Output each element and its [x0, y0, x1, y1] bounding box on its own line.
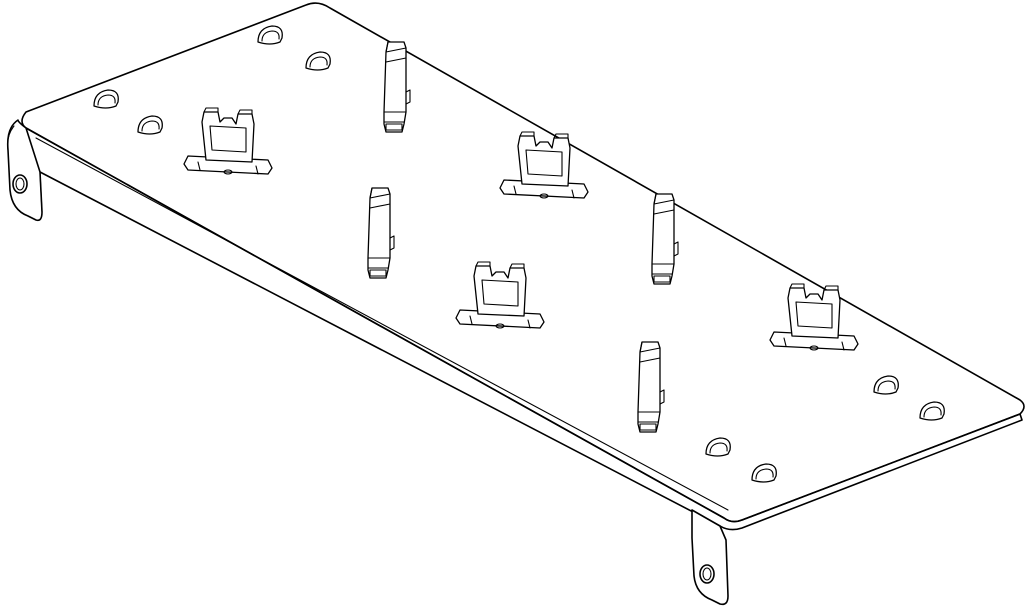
slot	[873, 375, 899, 395]
vertical-clip	[637, 341, 665, 433]
cable-holder	[499, 131, 589, 199]
cable-holder	[769, 283, 859, 351]
mounting-plate	[6, 2, 1025, 606]
slot	[751, 463, 777, 483]
left-flange-hole-inner	[15, 177, 25, 191]
slot	[705, 437, 731, 457]
right-flange	[691, 509, 729, 606]
plate-bend-line	[35, 137, 729, 511]
slot-group	[93, 25, 945, 483]
plate-top-surface	[21, 2, 1025, 523]
slot	[257, 25, 283, 45]
slot	[93, 89, 119, 109]
cable-holder	[183, 107, 273, 175]
right-flange-hole-inner	[702, 567, 712, 581]
slot	[919, 401, 945, 421]
cable-holder	[455, 261, 545, 329]
vertical-clip	[383, 41, 411, 133]
plate-front-edge	[25, 127, 1023, 531]
slot	[305, 51, 331, 71]
slot	[137, 115, 163, 135]
left-flange	[6, 119, 43, 222]
left-flange-inner	[7, 125, 43, 213]
left-flange-hole	[12, 174, 28, 194]
vertical-clip	[367, 187, 395, 279]
clip-group	[367, 41, 679, 433]
right-flange-hole	[699, 564, 715, 584]
holder-group	[183, 107, 859, 351]
vertical-clip	[651, 193, 679, 285]
